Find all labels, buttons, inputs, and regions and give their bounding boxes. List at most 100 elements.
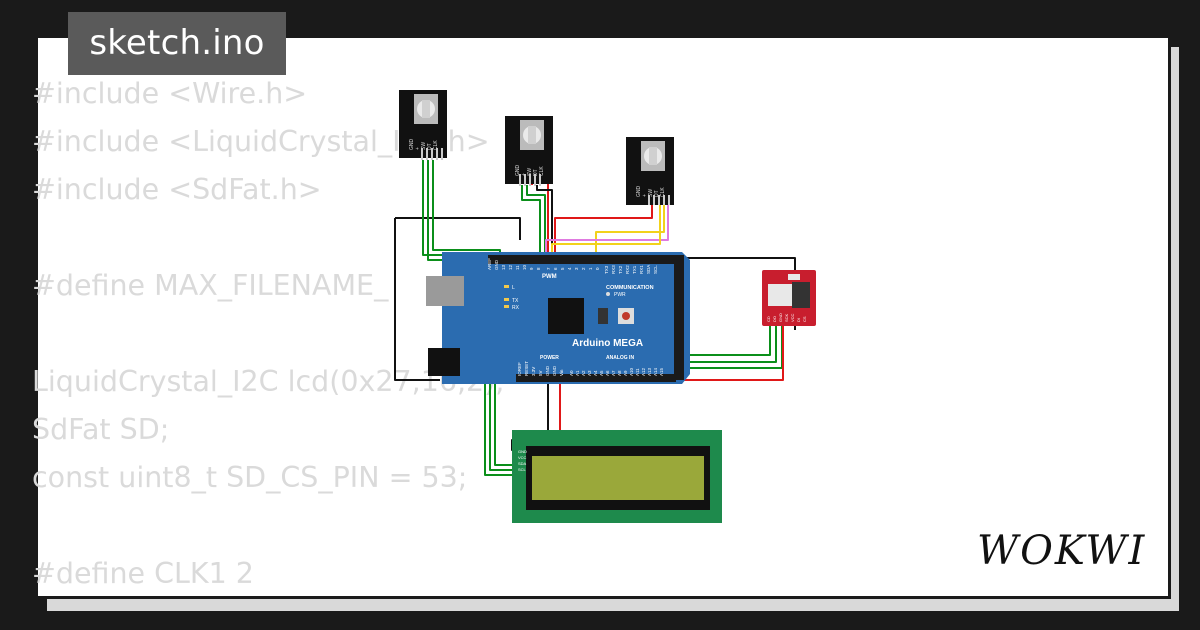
wire-black-left: [394, 218, 440, 381]
svg-text:Vin: Vin: [559, 369, 564, 376]
code-line-5: #define MAX_FILENAME_: [32, 269, 389, 302]
svg-text:A6: A6: [605, 370, 610, 376]
right-header: [674, 262, 684, 380]
communication-label: COMMUNICATION: [606, 285, 654, 291]
svg-text:CS: CS: [802, 316, 807, 322]
code-line-8: SdFat SD;: [32, 413, 170, 446]
svg-text:ANALOG IN: ANALOG IN: [606, 355, 634, 361]
svg-text:SW: SW: [527, 168, 533, 176]
svg-text:GND: GND: [552, 365, 557, 376]
svg-text:12: 12: [508, 264, 513, 270]
lcd-display: GND VCC SDA SCL: [512, 430, 722, 523]
arduino-mega-board: AREF GND 13 12 11 10 9 8 7 6 5 4 3 2 1 0…: [426, 252, 690, 384]
wire-green-enc2-b: [526, 185, 546, 262]
svg-text:IOREF: IOREF: [517, 362, 522, 376]
svg-text:TX3: TX3: [604, 265, 609, 274]
wokwi-logo: WOKWI: [977, 528, 1146, 574]
svg-text:6: 6: [553, 267, 558, 270]
svg-text:5: 5: [560, 267, 565, 270]
rotary-encoder-3: GND + SW DT CLK: [626, 137, 674, 205]
svg-text:DT: DT: [427, 143, 433, 150]
svg-text:A11: A11: [635, 368, 640, 376]
svg-text:VCC: VCC: [790, 313, 795, 322]
svg-text:A3: A3: [587, 370, 592, 376]
svg-text:GND: GND: [409, 139, 415, 151]
svg-text:A5: A5: [599, 370, 604, 376]
svg-text:5V: 5V: [538, 370, 543, 376]
code-line-1: #include <Wire.h>: [32, 77, 308, 110]
svg-text:VCC: VCC: [518, 455, 527, 460]
sketch-title: sketch.ino: [68, 12, 286, 75]
code-line-3: #include <SdFat.h>: [32, 173, 322, 206]
svg-text:RX1: RX1: [639, 265, 644, 274]
svg-text:A8: A8: [617, 370, 622, 376]
svg-text:A12: A12: [641, 367, 646, 376]
wire-violet-enc3: [545, 205, 669, 262]
code-line-9: const uint8_t SD_CS_PIN = 53;: [32, 461, 468, 494]
sd-card-module: CD DO GND SCK VCC DI CS: [762, 270, 816, 326]
svg-text:CD: CD: [766, 316, 771, 322]
svg-text:3.3V: 3.3V: [531, 367, 536, 376]
wire-black-enc2: [536, 185, 553, 262]
pwm-label: PWM: [542, 274, 557, 280]
svg-text:A14: A14: [653, 367, 658, 376]
svg-text:A13: A13: [647, 367, 652, 376]
wire-yellow-enc3: [595, 205, 665, 262]
svg-text:A4: A4: [593, 370, 598, 376]
svg-text:DI: DI: [796, 318, 801, 322]
rotary-encoder-1: GND + SW DT CLK: [399, 90, 447, 160]
microcontroller-chip: [548, 298, 584, 334]
svg-text:10: 10: [522, 264, 527, 270]
svg-text:GND: GND: [515, 165, 521, 177]
svg-text:TX: TX: [512, 298, 519, 304]
svg-text:A15: A15: [659, 367, 664, 376]
svg-text:TX1: TX1: [632, 265, 637, 274]
pwr-label: PWR: [614, 292, 626, 298]
svg-text:8: 8: [536, 267, 541, 270]
svg-text:4: 4: [567, 267, 572, 270]
svg-text:+: +: [415, 147, 421, 150]
svg-text:AREF: AREF: [487, 258, 492, 270]
svg-text:WOKWI: WOKWI: [977, 528, 1146, 574]
svg-text:DO: DO: [772, 316, 777, 322]
svg-text:CLK: CLK: [660, 187, 666, 197]
svg-text:DT: DT: [533, 169, 539, 176]
wire-black-top: [395, 217, 521, 240]
svg-text:TX2: TX2: [618, 265, 623, 274]
svg-text:0: 0: [595, 267, 600, 270]
code-background: #include <Wire.h>#include <LiquidCrystal…: [32, 70, 505, 598]
svg-text:A2: A2: [581, 370, 586, 376]
svg-text:SW: SW: [648, 189, 654, 197]
svg-text:3: 3: [574, 267, 579, 270]
svg-text:A10: A10: [629, 367, 634, 376]
wire-green-enc2-a: [521, 185, 541, 262]
svg-text:GND: GND: [494, 259, 499, 270]
bottom-header: [516, 374, 676, 382]
svg-text:A0: A0: [569, 370, 574, 376]
svg-text:11: 11: [515, 265, 520, 270]
svg-text:SCL: SCL: [653, 265, 658, 274]
svg-text:A9: A9: [623, 370, 628, 376]
power-jack: [428, 348, 460, 376]
svg-text:RX3: RX3: [611, 265, 616, 274]
code-line-11: #define CLK1 2: [32, 557, 254, 590]
board-name: Arduino MEGA: [572, 338, 643, 349]
svg-text:9: 9: [529, 267, 534, 270]
svg-text:SCL: SCL: [518, 467, 527, 472]
wire-green-sd-2: [680, 325, 777, 363]
svg-text:7: 7: [546, 267, 551, 270]
svg-text:RX: RX: [512, 305, 520, 311]
rotary-encoder-2: GND + SW DT CLK: [505, 116, 553, 186]
top-header: [488, 255, 684, 264]
svg-text:A7: A7: [611, 370, 616, 376]
svg-text:GND: GND: [545, 365, 550, 376]
svg-text:GND: GND: [636, 186, 642, 198]
svg-text:13: 13: [501, 264, 506, 270]
wire-green-sd-1: [680, 325, 771, 356]
svg-text:SDA: SDA: [646, 265, 651, 274]
svg-text:+: +: [642, 194, 648, 197]
svg-text:SDA: SDA: [518, 461, 527, 466]
svg-text:GND: GND: [518, 449, 527, 454]
svg-text:POWER: POWER: [540, 355, 559, 361]
